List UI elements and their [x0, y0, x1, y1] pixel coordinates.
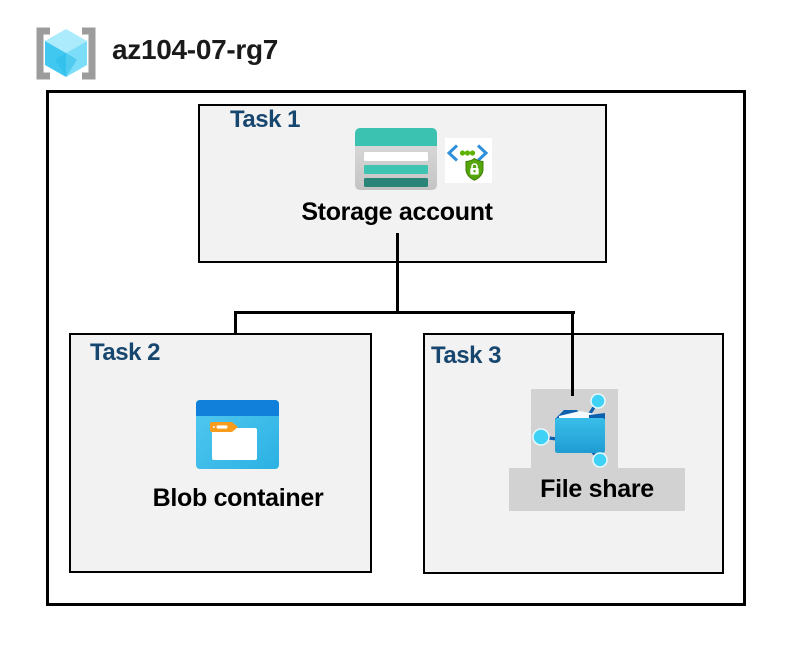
resource-group-icon	[36, 27, 96, 80]
storage-account-icon	[355, 128, 437, 190]
file-share-label-highlight	[509, 468, 685, 511]
task1-label: Task 1	[230, 106, 300, 133]
connector-storage-down	[396, 233, 399, 313]
resource-group-name: az104-07-rg7	[112, 34, 279, 65]
secure-access-icon	[445, 138, 492, 183]
blob-container-icon	[196, 400, 279, 469]
file-share-icon	[532, 393, 608, 468]
task2-label: Task 2	[90, 339, 160, 366]
task3-label: Task 3	[431, 342, 501, 369]
shield-lock-glyph	[465, 157, 484, 181]
file-share-label: File share	[540, 475, 654, 503]
blob-container-label: Blob container	[152, 484, 324, 512]
connector-horizontal	[234, 311, 575, 314]
resource-group-cube	[45, 29, 87, 77]
connector-to-fileshare	[571, 311, 574, 396]
storage-account-label: Storage account	[301, 198, 493, 226]
